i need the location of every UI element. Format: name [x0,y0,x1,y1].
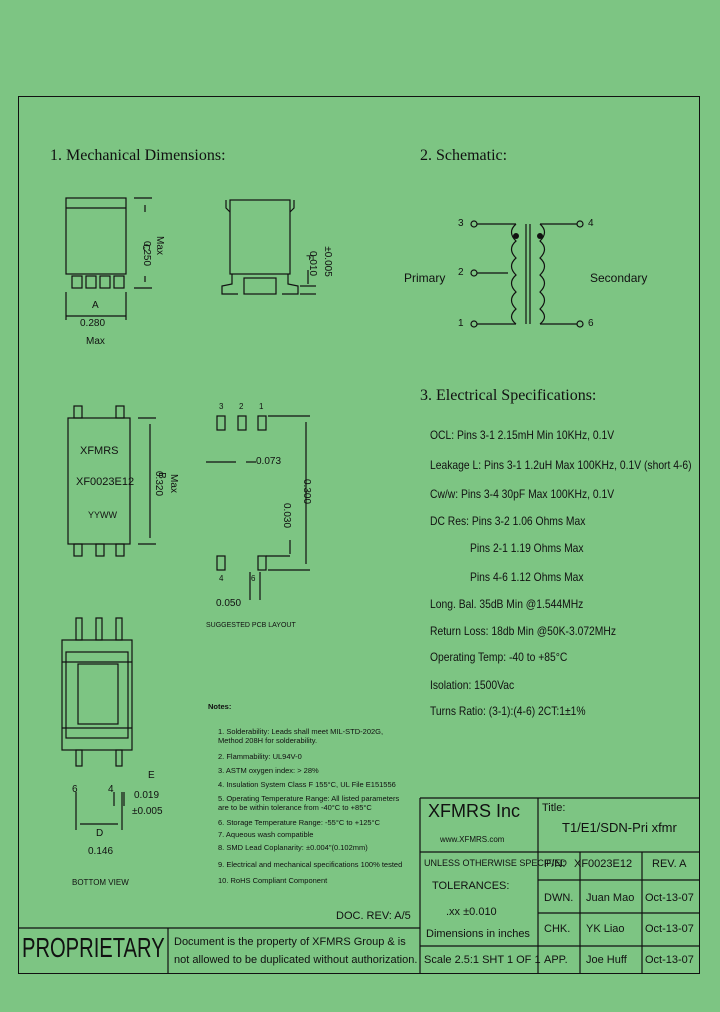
part-brand: XFMRS [80,445,119,457]
note-1a: 1. Solderability: Leads shall meet MIL-S… [218,727,384,736]
mech-heading: 1. Mechanical Dimensions: [50,147,226,164]
pcb-dim-073: 0.073 [256,456,282,467]
dim-f-tol: ±0.005 [321,246,333,277]
pcb-dim-050: 0.050 [216,598,242,609]
proprietary-line1: Document is the property of XFMRS Group … [174,936,406,948]
sch-primary: Primary [404,271,446,285]
dim-d-value: 0.146 [88,846,114,857]
spec-dcr-46: Pins 4-6 1.12 Ohms Max [470,570,584,584]
chk-date: Oct-13-07 [645,923,694,935]
spec-dcr-21: Pins 2-1 1.19 Ohms Max [470,541,584,555]
app-name: Joe Huff [586,954,627,966]
dwn-date: Oct-13-07 [645,892,694,904]
spec-turns-ratio: Turns Ratio: (3-1):(4-6) 2CT:1±1% [430,704,586,718]
dim-c-unit: Max [153,236,165,255]
title-value: T1/E1/SDN-Pri xfmr [562,820,677,835]
pcb-dim-300: 0.300 [301,478,313,505]
note-9: 9. Electrical and mechanical specificati… [218,860,403,869]
spec-return-loss: Return Loss: 18db Min @50K-3.072MHz [430,624,617,638]
note-6: 6. Storage Temperature Range: -55°C to +… [218,818,380,827]
dims-in: Dimensions in inches [426,928,530,940]
spec-long-bal: Long. Bal. 35dB Min @1.544MHz [430,597,584,611]
proprietary-line2: not allowed to be duplicated without aut… [174,954,418,966]
note-10: 10. RoHS Compliant Component [218,876,328,885]
pcb-pin-3: 3 [219,402,224,411]
app-label: APP. [544,954,568,966]
spec-dcr-32: DC Res: Pins 3-2 1.06 Ohms Max [430,514,586,528]
drawing-frame [18,96,700,974]
dwn-name: Juan Mao [586,892,635,904]
dwn-label: DWN. [544,892,574,904]
schematic-heading: 2. Schematic: [420,147,508,164]
note-8: 8. SMD Lead Coplanarity: ±0.004"(0.102mm… [218,843,368,852]
sch-pin-2: 2 [458,267,464,278]
company-name: XFMRS Inc [428,801,521,821]
proprietary-label: PROPRIETARY [22,932,165,963]
pcb-pin-4: 4 [219,574,224,583]
pcb-pin-6: 6 [251,574,256,583]
dim-e-tol: ±0.005 [132,806,163,817]
spec-op-temp: Operating Temp: -40 to +85°C [430,650,568,664]
note-7: 7. Aqueous wash compatible [218,830,314,839]
dim-d-label: D [96,828,104,839]
bottom-pin6: 6 [72,784,78,795]
pcb-pin-2: 2 [239,402,244,411]
note-5a: 5. Operating Temperature Range: All list… [218,794,400,803]
spec-isolation: Isolation: 1500Vac [430,678,515,692]
title-label: Title: [542,802,566,814]
chk-name: YK Liao [586,923,625,935]
date-code: YYWW [88,510,117,520]
elec-heading: 3. Electrical Specifications: [420,387,597,404]
scale: Scale 2.5:1 SHT 1 OF 1 [424,954,541,966]
dim-b-unit: Max [167,474,179,493]
pn-label: P/N: [544,858,566,870]
note-4: 4. Insulation System Class F 155°C, UL F… [218,780,396,789]
pcb-pin-1: 1 [259,402,264,411]
rev: REV. A [652,858,687,870]
doc-rev: DOC. REV: A/5 [336,910,411,922]
dim-e-label: E [148,770,155,781]
tolerances: TOLERANCES: [432,880,510,892]
note-1b: Method 208H for solderability. [218,736,318,745]
tol-value: .xx ±0.010 [446,906,497,918]
sch-secondary: Secondary [590,271,648,285]
sch-pin-6: 6 [588,318,594,329]
spec-leakage: Leakage L: Pins 3-1 1.2uH Max 100KHz, 0.… [430,458,692,472]
dim-f-value: 0.010 [307,250,319,277]
note-5b: are to be within tolerance from -40°C to… [218,803,372,812]
pcb-caption: SUGGESTED PCB LAYOUT [206,622,296,629]
notes-heading: Notes: [208,702,232,711]
pn-value: XF0023E12 [574,858,633,870]
dim-c-value: 0.250 [141,240,153,267]
note-2: 2. Flammability: UL94V-0 [218,752,302,761]
note-3: 3. ASTM oxygen index: > 28% [218,766,319,775]
app-date: Oct-13-07 [645,954,694,966]
bottom-caption: BOTTOM VIEW [72,878,129,887]
part-number: XF0023E12 [76,476,135,488]
sch-pin-3: 3 [458,218,464,229]
bottom-pin4: 4 [108,784,114,795]
sch-pin-4: 4 [588,218,594,229]
spec-ocl: OCL: Pins 3-1 2.15mH Min 10KHz, 0.1V [430,428,615,442]
dim-a-unit: Max [86,336,105,347]
chk-label: CHK. [544,923,571,935]
sch-pin-1: 1 [458,318,464,329]
dim-e-value: 0.019 [134,790,160,801]
dim-a-label: A [92,300,99,311]
pcb-dim-030: 0.030 [281,502,293,529]
company-website: www.XFMRS.com [440,835,505,844]
spec-cww: Cw/w: Pins 3-4 30pF Max 100KHz, 0.1V [430,487,615,501]
tol-head: UNLESS OTHERWISE SPECIFIED [424,858,567,868]
dim-b-value: 0.320 [153,470,165,497]
dim-a-value: 0.280 [80,318,106,329]
